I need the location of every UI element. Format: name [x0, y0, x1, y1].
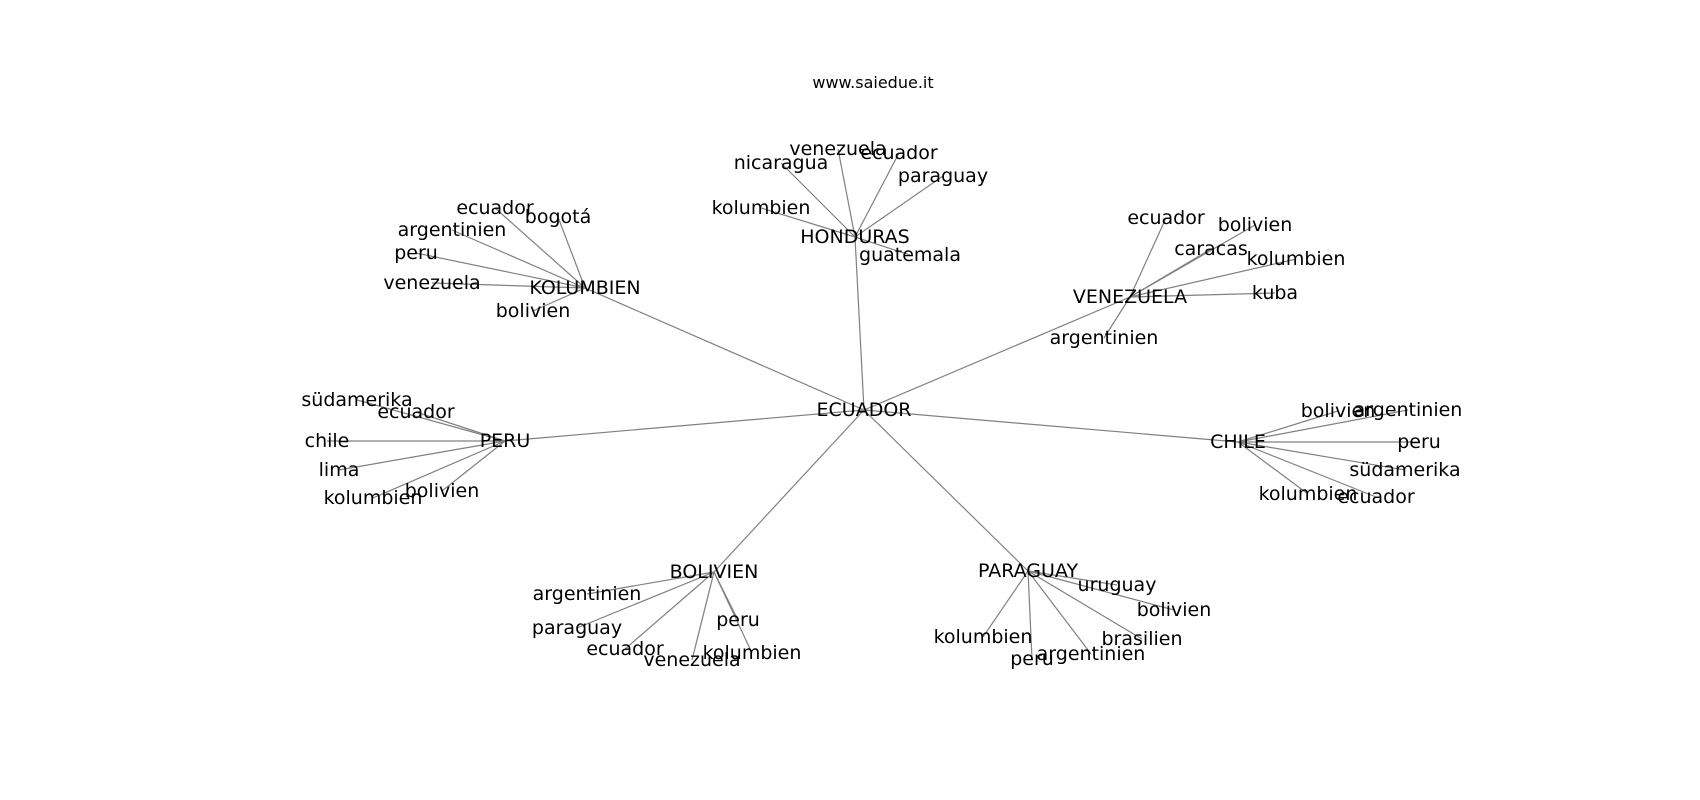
hub-node-label: BOLIVIEN	[670, 561, 759, 583]
edge-hub-leaf	[854, 152, 900, 238]
leaf-node-label: kolumbien	[324, 487, 423, 509]
edge-hub-leaf	[372, 440, 506, 499]
hub-node-label: PARAGUAY	[978, 560, 1078, 582]
leaf-node-label: südamerika	[301, 389, 412, 411]
root-node-label: ECUADOR	[817, 399, 912, 421]
leaf-node-label: peru	[716, 609, 760, 631]
leaf-node-label: caracas	[1174, 238, 1248, 260]
leaf-node-label: venezuela	[643, 649, 740, 671]
leaf-node-label: ecuador	[586, 638, 664, 660]
leaf-node-label: uruguay	[1078, 574, 1157, 596]
edge-hub-leaf	[441, 440, 506, 492]
edge-hub-leaf	[1027, 570, 1033, 660]
leaf-node-label: kolumbien	[934, 626, 1033, 648]
leaf-node-label: guatemala	[859, 244, 961, 266]
edge-root-hub	[504, 409, 865, 442]
leaf-node-label: kuba	[1252, 282, 1298, 304]
edge-hub-leaf	[356, 399, 506, 442]
leaf-node-label: argentinien	[533, 583, 642, 605]
edge-hub-leaf	[1027, 570, 1175, 611]
leaf-node-label: kolumbien	[1259, 483, 1358, 505]
leaf-node-label: peru	[1397, 431, 1441, 453]
edge-hub-leaf	[1129, 217, 1167, 298]
leaf-node-label: bolivien	[496, 300, 571, 322]
hub-node-label: HONDURAS	[800, 226, 909, 248]
leaf-node-label: argentinien	[1354, 399, 1463, 421]
edge-hub-leaf	[494, 207, 586, 289]
site-title: www.saiedue.it	[812, 73, 933, 92]
edge-hub-leaf	[415, 252, 586, 289]
edge-hub-leaf	[1237, 410, 1339, 443]
edge-hub-leaf	[532, 287, 586, 312]
edge-hub-leaf	[1237, 409, 1409, 443]
leaf-node-label: ecuador	[1127, 207, 1205, 229]
edge-hub-leaf	[557, 216, 586, 289]
edge-hub-leaf	[451, 229, 586, 289]
edge-hub-leaf	[1027, 570, 1118, 586]
labels-layer: www.saiedue.it ECUADORKOLUMBIENecuadorbo…	[301, 73, 1462, 671]
edge-hub-leaf	[854, 175, 944, 238]
edge-hub-leaf	[1027, 570, 1143, 640]
leaf-node-label: kolumbien	[712, 197, 811, 219]
edge-hub-leaf	[1129, 292, 1276, 298]
leaf-node-label: venezuela	[789, 138, 886, 160]
edge-root-hub	[863, 296, 1131, 411]
edge-hub-leaf	[586, 571, 715, 595]
leaf-node-label: ecuador	[377, 401, 455, 423]
hub-node-label: VENEZUELA	[1073, 286, 1187, 308]
edge-hub-leaf	[780, 162, 856, 238]
leaf-node-label: venezuela	[383, 272, 480, 294]
leaf-node-label: paraguay	[532, 617, 622, 639]
leaf-node-label: peru	[1010, 648, 1054, 670]
leaf-node-label: argentinien	[398, 219, 507, 241]
leaf-node-label: ecuador	[1337, 486, 1415, 508]
edge-hub-leaf	[1103, 296, 1131, 339]
edge-hub-leaf	[1129, 258, 1297, 298]
edge-root-hub	[854, 236, 865, 411]
leaf-node-label: südamerika	[1349, 459, 1460, 481]
edge-root-hub	[863, 409, 1239, 443]
leaf-node-label: argentinien	[1037, 643, 1146, 665]
edge-root-hub	[584, 287, 865, 411]
leaf-node-label: bolivien	[1137, 599, 1212, 621]
leaf-node-label: nicaragua	[734, 152, 829, 174]
edge-hub-leaf	[1237, 441, 1406, 471]
leaf-node-label: peru	[394, 242, 438, 264]
edge-hub-leaf	[854, 236, 911, 256]
edge-hub-leaf	[1027, 570, 1092, 655]
hub-node-label: PERU	[480, 430, 531, 452]
leaf-node-label: chile	[305, 430, 350, 452]
hub-node-label: KOLUMBIEN	[529, 277, 640, 299]
leaf-node-label: bolivien	[1218, 214, 1293, 236]
leaf-node-label: kolumbien	[1247, 248, 1346, 270]
edges-layer	[327, 148, 1419, 661]
edge-hub-leaf	[415, 411, 506, 442]
leaf-node-label: brasilien	[1102, 628, 1183, 650]
edge-hub-leaf	[760, 207, 856, 238]
hub-node-label: CHILE	[1210, 431, 1266, 453]
edge-hub-leaf	[1237, 441, 1309, 495]
leaf-node-label: paraguay	[898, 165, 988, 187]
leaf-node-label: ecuador	[456, 197, 534, 219]
leaf-node-label: bolivien	[405, 480, 480, 502]
edge-root-hub	[863, 409, 1029, 572]
leaf-node-label: bogotá	[525, 206, 591, 228]
edge-hub-leaf	[576, 571, 715, 629]
edge-hub-leaf	[1237, 441, 1377, 498]
edge-hub-leaf	[338, 440, 506, 471]
edge-hub-leaf	[624, 571, 715, 650]
edge-root-hub	[713, 409, 865, 573]
leaf-node-label: kolumbien	[703, 642, 802, 664]
edge-hub-leaf	[1129, 248, 1212, 298]
leaf-node-label: bolivien	[1301, 400, 1376, 422]
leaf-node-label: argentinien	[1050, 327, 1159, 349]
edge-hub-leaf	[713, 571, 753, 654]
leaf-node-label: ecuador	[860, 142, 938, 164]
edge-hub-leaf	[431, 282, 586, 289]
edge-hub-leaf	[691, 571, 715, 661]
leaf-node-label: lima	[319, 459, 360, 481]
edge-hub-leaf	[837, 148, 856, 238]
edge-hub-leaf	[982, 570, 1029, 638]
